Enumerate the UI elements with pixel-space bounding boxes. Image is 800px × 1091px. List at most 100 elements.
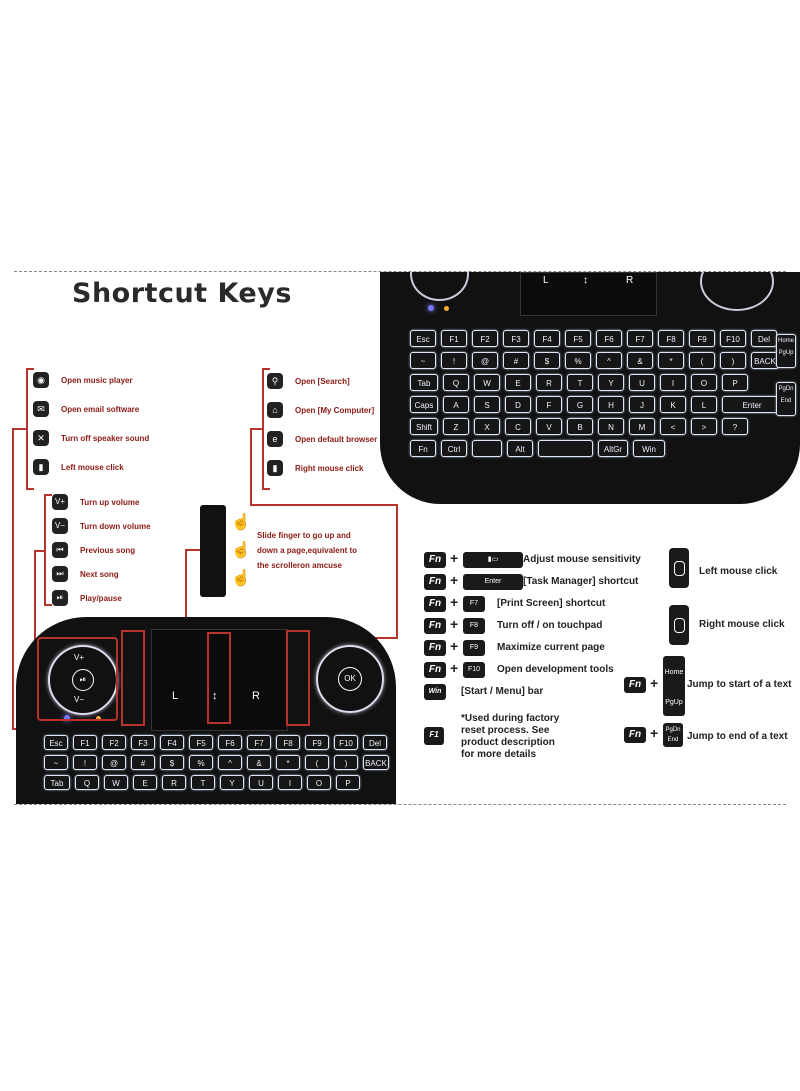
key[interactable]: C [505, 418, 531, 435]
key[interactable]: & [247, 755, 271, 770]
key[interactable]: W [474, 374, 500, 391]
key[interactable]: F1 [73, 735, 97, 750]
key[interactable]: # [131, 755, 155, 770]
key[interactable]: R [162, 775, 186, 790]
key[interactable]: ( [305, 755, 329, 770]
key[interactable]: BACK [363, 755, 389, 770]
key[interactable]: Del [751, 330, 777, 347]
key[interactable]: W [104, 775, 128, 790]
key[interactable]: Y [598, 374, 624, 391]
key[interactable]: # [503, 352, 529, 369]
key[interactable]: Y [220, 775, 244, 790]
key[interactable]: @ [102, 755, 126, 770]
key[interactable]: ) [334, 755, 358, 770]
key[interactable]: $ [160, 755, 184, 770]
key[interactable]: F5 [565, 330, 591, 347]
key[interactable]: F4 [160, 735, 184, 750]
key[interactable]: V [536, 418, 562, 435]
key[interactable]: A [443, 396, 469, 413]
key[interactable]: F [536, 396, 562, 413]
key[interactable]: X [474, 418, 500, 435]
media-wheel-top[interactable] [410, 272, 469, 301]
home-key[interactable]: Home PgUp [776, 334, 796, 368]
key[interactable]: % [565, 352, 591, 369]
key[interactable]: B [567, 418, 593, 435]
key[interactable]: F4 [534, 330, 560, 347]
key[interactable]: Esc [410, 330, 436, 347]
key[interactable]: Tab [44, 775, 70, 790]
key[interactable]: ( [689, 352, 715, 369]
key[interactable]: F5 [189, 735, 213, 750]
key[interactable]: O [691, 374, 717, 391]
dpad-top[interactable] [700, 272, 774, 311]
key[interactable]: P [722, 374, 748, 391]
key[interactable]: R [536, 374, 562, 391]
key[interactable]: Tab [410, 374, 438, 391]
key[interactable]: K [660, 396, 686, 413]
key[interactable]: F10 [334, 735, 358, 750]
key[interactable]: D [505, 396, 531, 413]
key[interactable]: Enter [722, 396, 782, 413]
key[interactable]: F10 [720, 330, 746, 347]
key[interactable]: F7 [627, 330, 653, 347]
key[interactable]: $ [534, 352, 560, 369]
key[interactable]: ) [720, 352, 746, 369]
key[interactable]: Esc [44, 735, 68, 750]
key[interactable]: ~ [410, 352, 436, 369]
key[interactable]: ! [441, 352, 467, 369]
key[interactable]: S [474, 396, 500, 413]
key[interactable]: F6 [218, 735, 242, 750]
key[interactable] [472, 440, 502, 457]
key[interactable]: J [629, 396, 655, 413]
key[interactable]: P [336, 775, 360, 790]
key[interactable]: I [278, 775, 302, 790]
key[interactable]: Alt [507, 440, 533, 457]
key[interactable]: O [307, 775, 331, 790]
key[interactable]: ! [73, 755, 97, 770]
ok-button[interactable]: OK [338, 667, 362, 691]
key[interactable]: Del [363, 735, 387, 750]
key[interactable]: M [629, 418, 655, 435]
key[interactable]: % [189, 755, 213, 770]
key[interactable]: E [505, 374, 531, 391]
key[interactable]: E [133, 775, 157, 790]
dpad[interactable]: OK [316, 645, 384, 713]
key[interactable]: U [629, 374, 655, 391]
key[interactable]: F2 [102, 735, 126, 750]
key[interactable]: Q [75, 775, 99, 790]
key[interactable]: Ctrl [441, 440, 467, 457]
end-key[interactable]: PgDn End [776, 382, 796, 416]
key[interactable]: ^ [596, 352, 622, 369]
key[interactable]: F2 [472, 330, 498, 347]
key[interactable]: Q [443, 374, 469, 391]
key[interactable]: T [191, 775, 215, 790]
key[interactable]: > [691, 418, 717, 435]
key[interactable]: F7 [247, 735, 271, 750]
key[interactable]: AltGr [598, 440, 628, 457]
key[interactable]: Caps [410, 396, 438, 413]
key[interactable]: * [276, 755, 300, 770]
key[interactable]: Z [443, 418, 469, 435]
key[interactable]: < [660, 418, 686, 435]
key[interactable]: ? [722, 418, 748, 435]
key[interactable]: @ [472, 352, 498, 369]
key[interactable]: U [249, 775, 273, 790]
key[interactable]: ~ [44, 755, 68, 770]
key[interactable]: & [627, 352, 653, 369]
key[interactable]: F9 [689, 330, 715, 347]
key[interactable]: N [598, 418, 624, 435]
key[interactable]: I [660, 374, 686, 391]
key[interactable]: F8 [658, 330, 684, 347]
key[interactable]: F1 [441, 330, 467, 347]
key[interactable] [538, 440, 593, 457]
key[interactable]: T [567, 374, 593, 391]
key[interactable]: H [598, 396, 624, 413]
key[interactable]: G [567, 396, 593, 413]
key[interactable]: Win [633, 440, 665, 457]
key[interactable]: Shift [410, 418, 438, 435]
key[interactable]: * [658, 352, 684, 369]
key[interactable]: L [691, 396, 717, 413]
key[interactable]: F3 [503, 330, 529, 347]
key[interactable]: BACK [751, 352, 779, 369]
key[interactable]: F3 [131, 735, 155, 750]
